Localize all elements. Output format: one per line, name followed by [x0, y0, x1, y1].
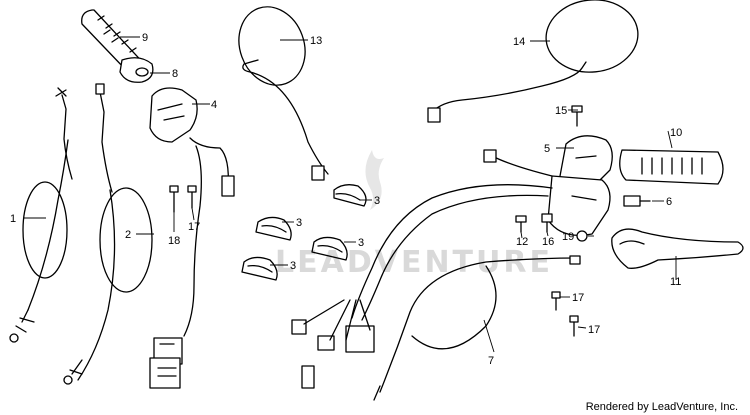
callout-19: 19 — [562, 231, 574, 243]
callout-3-middle: 3 — [358, 237, 364, 249]
bolt-17-right-bottom — [569, 315, 579, 337]
callout-11: 11 — [670, 276, 681, 288]
callout-17-right-bottom: 17 — [588, 324, 600, 336]
callout-3-left: 3 — [296, 217, 302, 229]
callout-16: 16 — [542, 236, 554, 248]
watermark-text: LEADVENTURE — [275, 245, 553, 280]
callout-3-bottom: 3 — [290, 260, 296, 272]
clamp-3-bottom — [241, 256, 278, 281]
callout-5: 5 — [544, 143, 550, 155]
throttle-cable — [9, 87, 73, 343]
clamp-3-left — [255, 216, 292, 241]
clamp-3-top — [333, 184, 367, 207]
callout-12: 12 — [516, 236, 528, 248]
callout-7: 7 — [488, 355, 494, 367]
nut-19 — [576, 230, 588, 242]
callout-1: 1 — [10, 213, 16, 225]
callout-8: 8 — [172, 68, 178, 80]
callout-2: 2 — [125, 229, 131, 241]
callout-15: 15 — [555, 105, 567, 117]
brake-switch — [623, 195, 651, 207]
callout-18: 18 — [168, 235, 180, 247]
brake-lever — [611, 228, 744, 269]
right-connector — [291, 299, 375, 389]
callout-13: 13 — [310, 35, 322, 47]
render-credit: Rendered by LeadVenture, Inc. — [585, 401, 738, 413]
callout-17-right-top: 17 — [572, 292, 584, 304]
screw-16 — [541, 213, 553, 233]
leadventure-watermark: LEADVENTURE — [275, 150, 553, 280]
left-switch-housing — [149, 87, 235, 337]
callout-17-left: 17 — [188, 221, 200, 233]
callout-3-top: 3 — [374, 195, 380, 207]
right-mirror — [427, 0, 639, 123]
clutch-cable — [63, 83, 153, 385]
callout-14: 14 — [513, 36, 525, 48]
clamp-3-middle — [311, 236, 348, 261]
screw-12 — [515, 215, 527, 233]
callout-6: 6 — [666, 196, 672, 208]
callout-4: 4 — [211, 99, 217, 111]
left-mirror — [238, 6, 329, 181]
callout-leaders — [24, 36, 677, 353]
callout-9: 9 — [142, 32, 148, 44]
left-connector — [149, 337, 183, 389]
grip-collar — [119, 57, 154, 83]
screw-15 — [571, 105, 583, 127]
bolt-17-left — [187, 185, 197, 209]
bolt-17-right-top — [551, 291, 561, 311]
right-grip — [619, 149, 724, 185]
callout-10: 10 — [670, 127, 682, 139]
right-switch-housing — [351, 135, 613, 321]
bolt-18 — [169, 185, 179, 213]
